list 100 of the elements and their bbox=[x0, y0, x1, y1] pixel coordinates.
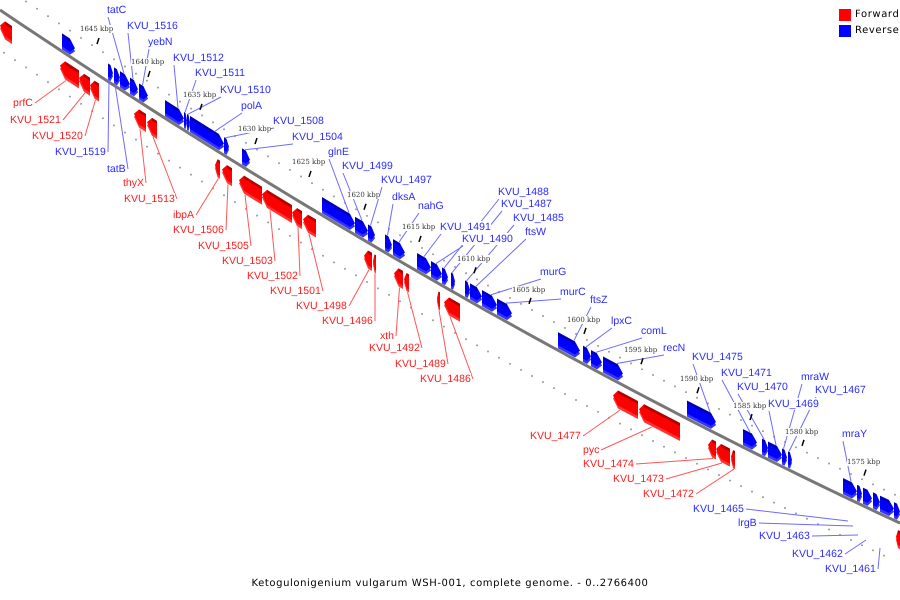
gene-block bbox=[857, 484, 862, 502]
gene-block bbox=[591, 350, 602, 370]
leader-line bbox=[586, 328, 612, 348]
gene-block bbox=[134, 110, 146, 132]
gene-label: tatB bbox=[107, 163, 126, 175]
gene-label: KVU_1472 bbox=[643, 488, 694, 500]
leader-line bbox=[328, 158, 350, 214]
leader-line bbox=[62, 92, 86, 120]
gene-label: KVU_1521 bbox=[10, 114, 61, 126]
leader-line bbox=[298, 226, 300, 276]
gene-label: KVU_1465 bbox=[693, 503, 744, 515]
leader-line bbox=[396, 286, 400, 336]
gene-block bbox=[708, 439, 716, 460]
leader-line bbox=[128, 32, 134, 80]
gene-block bbox=[364, 250, 372, 271]
gene-label: KVU_1511 bbox=[195, 67, 246, 79]
gene-block bbox=[437, 291, 440, 310]
gene-block bbox=[385, 234, 392, 253]
gene-label: tatC bbox=[107, 4, 126, 16]
gene-label: comL bbox=[641, 325, 667, 337]
leader-line bbox=[666, 462, 722, 480]
gene-block bbox=[62, 33, 75, 55]
leader-line bbox=[506, 298, 562, 304]
gene-block bbox=[303, 214, 316, 238]
gene-label: prfC bbox=[13, 97, 33, 109]
legend-label: Reverse bbox=[855, 25, 900, 37]
leader-line bbox=[370, 186, 382, 226]
leader-line bbox=[842, 440, 852, 482]
gene-label: lrgB bbox=[738, 517, 757, 529]
leader-line bbox=[108, 80, 110, 152]
leader-line bbox=[768, 410, 776, 446]
leader-line bbox=[878, 548, 880, 570]
gene-block bbox=[639, 404, 680, 442]
leader-line bbox=[490, 278, 542, 296]
gene-block bbox=[896, 530, 900, 550]
gene-block bbox=[368, 224, 375, 243]
leader-line bbox=[616, 354, 664, 364]
gene-label: KVU_1510 bbox=[220, 84, 271, 96]
gene-block bbox=[762, 438, 768, 456]
gene-label: pyc bbox=[583, 444, 600, 456]
gene-label: ftsZ bbox=[590, 294, 608, 306]
leader-line bbox=[582, 410, 620, 436]
gene-label: KVU_1508 bbox=[273, 115, 324, 127]
leader-line bbox=[746, 508, 848, 522]
gene-block bbox=[613, 390, 638, 420]
leader-line bbox=[34, 80, 66, 104]
gene-label: KVU_1489 bbox=[395, 358, 446, 370]
gene-block bbox=[184, 112, 187, 130]
leader-line bbox=[348, 269, 370, 306]
leader-line bbox=[407, 292, 422, 348]
gene-label: ibpA bbox=[173, 209, 194, 221]
legend-label: Forward bbox=[855, 9, 900, 21]
gene-label: thyX bbox=[123, 177, 144, 189]
leader-line bbox=[722, 380, 750, 433]
gene-label: murC bbox=[560, 286, 586, 298]
gene-block bbox=[444, 297, 460, 322]
gene-label: KVU_1519 bbox=[55, 146, 106, 158]
gene-block bbox=[108, 64, 113, 82]
gene-block bbox=[451, 272, 455, 290]
leader-line bbox=[270, 210, 276, 262]
gene-label: mraY bbox=[842, 428, 868, 440]
gene-label: KVU_1490 bbox=[462, 233, 513, 245]
gene-label: KVU_1502 bbox=[247, 270, 298, 282]
gene-label: mraW bbox=[801, 371, 829, 383]
gene-label: nahG bbox=[418, 200, 444, 212]
gene-label: KVU_1463 bbox=[759, 530, 810, 542]
gene-label: KVU_1470 bbox=[737, 381, 788, 393]
leader-line bbox=[812, 534, 858, 536]
gene-block bbox=[79, 74, 90, 96]
gene-label: KVU_1474 bbox=[583, 458, 634, 470]
gene-label: KVU_1467 bbox=[815, 384, 866, 396]
gene-label: KVU_1477 bbox=[530, 430, 581, 442]
leader-line bbox=[758, 522, 854, 526]
leader-line bbox=[696, 468, 734, 494]
gene-label: KVU_1491 bbox=[440, 221, 491, 233]
gene-block bbox=[165, 100, 184, 126]
gene-block bbox=[731, 450, 735, 470]
gene-label: ftsW bbox=[525, 226, 546, 238]
gene-label: KVU_1486 bbox=[420, 373, 471, 385]
gene-block bbox=[114, 67, 120, 86]
gene-block bbox=[583, 346, 591, 364]
gene-block bbox=[404, 273, 409, 292]
leader-line bbox=[108, 16, 124, 74]
gene-label: KVU_1513 bbox=[124, 193, 175, 205]
gene-label: KVU_1516 bbox=[127, 20, 178, 32]
gene-block bbox=[224, 137, 229, 155]
gene-label: dksA bbox=[392, 191, 416, 203]
gene-label: KVU_1488 bbox=[498, 186, 549, 198]
gene-block bbox=[292, 208, 302, 230]
gene-block bbox=[239, 176, 262, 205]
leader-line bbox=[308, 233, 324, 292]
gene-label: xth bbox=[380, 330, 394, 342]
leader-line bbox=[600, 426, 652, 450]
gene-label: KVU_1485 bbox=[513, 212, 564, 224]
leader-line bbox=[152, 136, 178, 200]
leader-line bbox=[387, 204, 394, 236]
leader-line bbox=[114, 84, 128, 170]
gene-label: KVU_1461 bbox=[825, 563, 876, 575]
gene-label: KVU_1505 bbox=[198, 240, 249, 252]
gene-label: KVU_1499 bbox=[342, 160, 393, 172]
